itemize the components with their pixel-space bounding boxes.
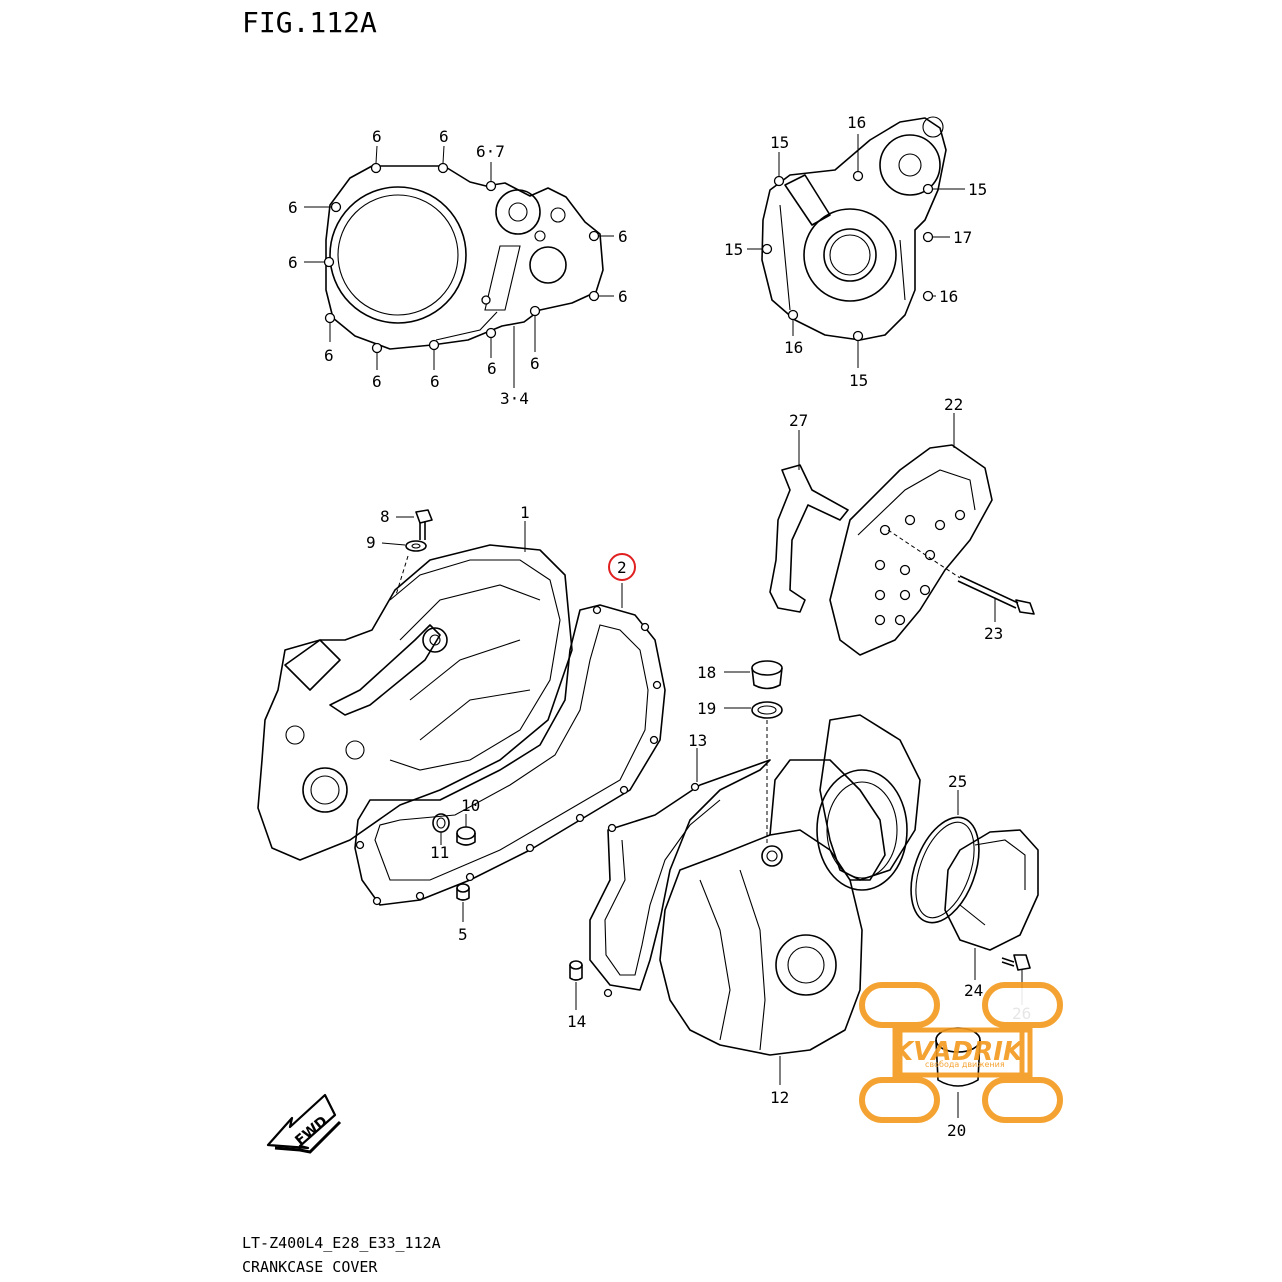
watermark-tagline: свобода движения <box>925 1060 1005 1069</box>
section-name: CRANKCASE COVER <box>242 1258 378 1276</box>
svg-text:15: 15 <box>968 180 987 199</box>
part-5-dowel-pin <box>456 883 470 922</box>
svg-text:27: 27 <box>789 411 808 430</box>
svg-text:5: 5 <box>458 925 468 944</box>
part-12-generator-cover <box>659 714 921 1085</box>
svg-text:6: 6 <box>372 127 382 146</box>
svg-text:6: 6 <box>487 359 497 378</box>
generator-cover-bolt-view <box>747 116 965 368</box>
svg-text:2: 2 <box>617 558 627 577</box>
svg-text:6: 6 <box>439 127 449 146</box>
callouts-main-left: 8 9 1 2 10 11 5 <box>366 503 636 944</box>
svg-text:8: 8 <box>380 507 390 526</box>
highlighted-part-2-marker: 2 <box>608 553 636 581</box>
part-19-o-ring <box>724 701 783 845</box>
svg-text:6: 6 <box>618 227 628 246</box>
svg-text:18: 18 <box>697 663 716 682</box>
callouts-top-right: 16 15 15 15 17 16 16 15 <box>724 113 987 390</box>
part-18-plug <box>724 660 783 690</box>
svg-text:6: 6 <box>618 287 628 306</box>
part-8-bolt <box>396 509 433 540</box>
part-1-clutch-cover <box>257 521 573 861</box>
part-14-dowel-pin <box>569 960 583 1010</box>
svg-text:17: 17 <box>953 228 972 247</box>
callouts-top-left: 6 6 6·7 6 6 6 6 6 6 6 6 6 3·4 <box>288 127 628 408</box>
part-27-bracket <box>769 430 849 613</box>
svg-text:6: 6 <box>430 372 440 391</box>
svg-text:22: 22 <box>944 395 963 414</box>
part-2-gasket <box>354 583 666 906</box>
svg-text:16: 16 <box>847 113 866 132</box>
part-23-bolt <box>887 529 1035 622</box>
svg-text:1: 1 <box>520 503 530 522</box>
svg-text:25: 25 <box>948 772 967 791</box>
watermark-logo: KVADRIK свобода движения <box>859 982 1063 1123</box>
svg-text:6: 6 <box>324 346 334 365</box>
svg-text:6: 6 <box>288 253 298 272</box>
part-25-o-ring <box>910 790 980 924</box>
svg-text:10: 10 <box>461 796 480 815</box>
svg-text:23: 23 <box>984 624 1003 643</box>
part-9-washer <box>381 540 427 552</box>
part-22-cover <box>829 413 993 656</box>
figure-title: FIG.112A <box>242 6 377 39</box>
svg-text:6: 6 <box>288 198 298 217</box>
svg-text:9: 9 <box>366 533 376 552</box>
svg-text:14: 14 <box>567 1012 586 1031</box>
svg-text:6·7: 6·7 <box>476 142 505 161</box>
svg-text:12: 12 <box>770 1088 789 1107</box>
svg-text:16: 16 <box>939 287 958 306</box>
svg-text:6: 6 <box>530 354 540 373</box>
fwd-arrow: FWD <box>266 1093 342 1154</box>
clutch-cover-bolt-view <box>304 145 614 388</box>
svg-text:24: 24 <box>964 981 983 1000</box>
part-11-o-ring <box>432 813 450 845</box>
svg-text:15: 15 <box>724 240 743 259</box>
svg-text:20: 20 <box>947 1121 966 1140</box>
part-13-gasket <box>589 748 771 998</box>
part-10-dowel-pin <box>456 814 476 846</box>
part-24-cover <box>944 829 1039 980</box>
svg-text:3·4: 3·4 <box>500 389 529 408</box>
svg-text:19: 19 <box>697 699 716 718</box>
svg-text:16: 16 <box>784 338 803 357</box>
svg-text:15: 15 <box>770 133 789 152</box>
svg-text:13: 13 <box>688 731 707 750</box>
svg-text:6: 6 <box>372 372 382 391</box>
svg-text:15: 15 <box>849 371 868 390</box>
model-code: LT-Z400L4_E28_E33_112A <box>242 1234 441 1252</box>
svg-text:11: 11 <box>430 843 449 862</box>
watermark-brand: KVADRIK <box>893 1037 1025 1067</box>
